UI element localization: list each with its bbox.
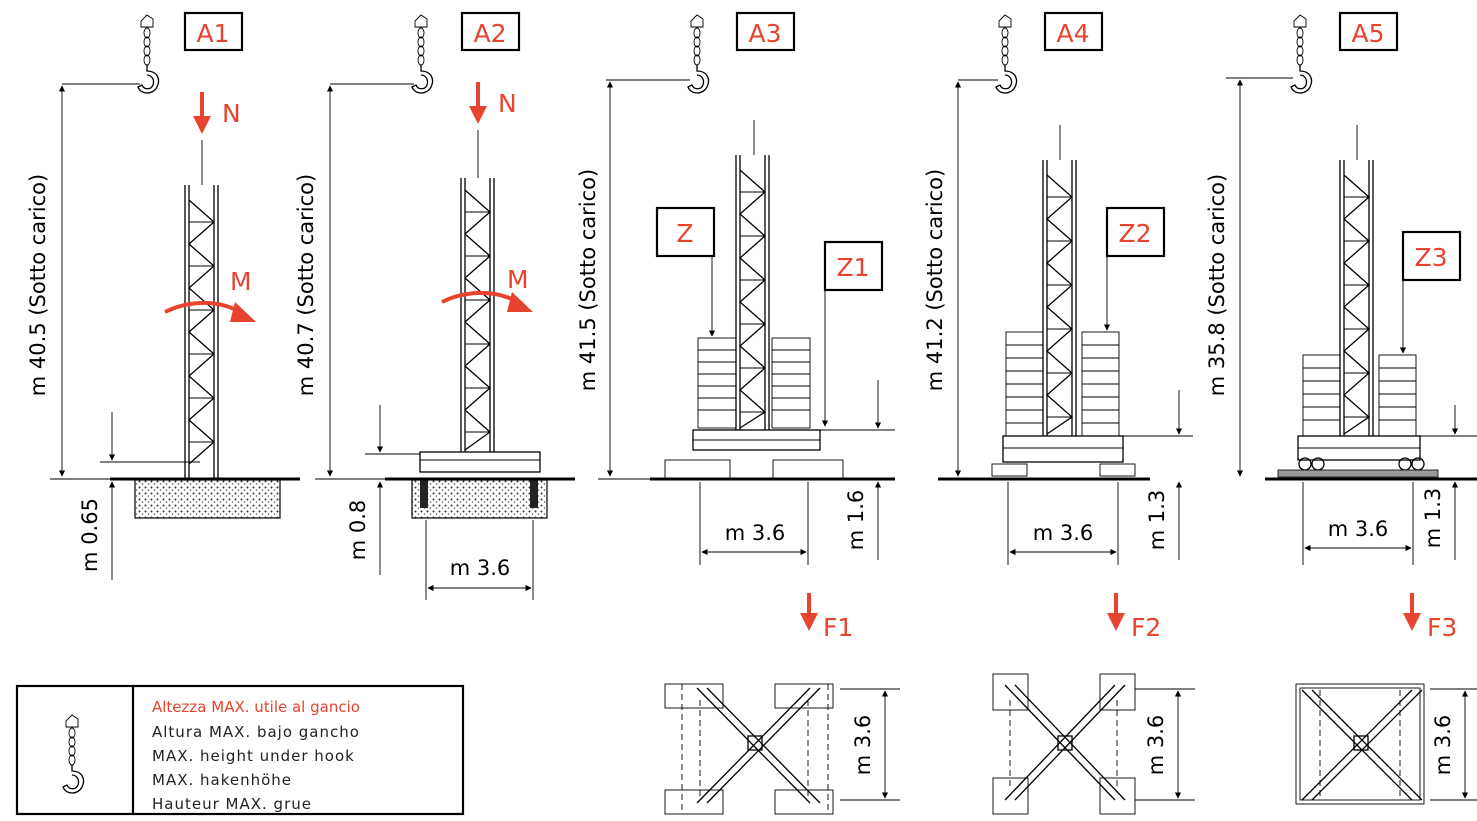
config-label: A5 xyxy=(1351,19,1384,48)
ballast-block-right xyxy=(771,337,811,429)
base-plan-view: m 3.6 xyxy=(1295,683,1477,805)
tower-mast xyxy=(184,185,219,478)
legend-box: Altezza MAX. utile al gancio Altura MAX.… xyxy=(15,684,465,816)
height-dimension: m 41.5 (Sotto carico) xyxy=(576,169,600,391)
plan-force-label: F3 xyxy=(1427,613,1457,642)
base-height-dimension: m 1.3 xyxy=(1421,488,1445,549)
config-label-box xyxy=(183,11,244,52)
width-dimension: m 3.6 xyxy=(725,521,786,545)
height-dimension: m 41.2 (Sotto carico) xyxy=(923,169,947,391)
plan-force-label: F2 xyxy=(1131,613,1161,642)
config-a4: A4 Z2 xyxy=(923,11,1195,815)
ballast-block-right xyxy=(1378,354,1417,437)
ballast-block-left xyxy=(697,337,737,429)
legend-title: Altezza MAX. utile al gancio xyxy=(152,698,360,716)
config-label-box xyxy=(1338,11,1399,52)
config-a2: A2 N M m 40.7 (Sotto carico) m 0.8 xyxy=(294,11,575,600)
ballast-label-box xyxy=(823,240,884,292)
config-label: A4 xyxy=(1056,19,1089,48)
legend-line-en: MAX. height under hook xyxy=(152,747,355,765)
height-dimension: m 40.7 (Sotto carico) xyxy=(294,174,318,396)
plan-width-dimension: m 3.6 xyxy=(851,715,875,776)
ballast-block-left xyxy=(1302,354,1341,437)
concrete-foundation xyxy=(134,479,281,519)
crane-hook-icon xyxy=(995,14,1018,94)
tower-mast xyxy=(1339,160,1374,436)
ballast-label: Z xyxy=(676,219,693,248)
config-a3: A3 Z Z1 xyxy=(576,11,900,815)
tower-mast xyxy=(460,178,495,452)
base-frame xyxy=(1002,435,1124,463)
base-height-dimension: m 1.6 xyxy=(844,490,868,551)
base-height-dimension: m 0.8 xyxy=(346,500,370,561)
ballast-label: Z1 xyxy=(836,253,869,282)
base-frame xyxy=(419,451,541,473)
width-dimension: m 3.6 xyxy=(450,556,511,580)
ballast-label-box xyxy=(1401,230,1462,282)
base-plan-view: m 3.6 xyxy=(992,673,1195,815)
ballast-label-box xyxy=(655,206,716,258)
force-n-label: N xyxy=(222,99,241,128)
config-label: A2 xyxy=(473,19,506,48)
height-dimension: m 40.5 (Sotto carico) xyxy=(26,174,50,396)
tower-mast xyxy=(735,155,770,430)
moment-m-label: M xyxy=(507,265,529,294)
base-plan-view: m 3.6 xyxy=(664,683,900,815)
crane-hook-icon xyxy=(411,14,434,94)
config-label-box xyxy=(460,11,521,52)
config-label: A3 xyxy=(748,19,781,48)
base-height-dimension: m 1.3 xyxy=(1145,490,1169,551)
config-a5: A5 Z3 m 3 xyxy=(1205,11,1477,805)
concrete-foundation xyxy=(411,479,548,519)
width-dimension: m 3.6 xyxy=(1328,517,1389,541)
config-label-box xyxy=(1043,11,1104,52)
crane-hook-icon xyxy=(687,14,710,94)
config-label-box xyxy=(735,11,796,52)
tower-mast xyxy=(1042,160,1077,436)
plan-force-label: F1 xyxy=(823,613,853,642)
plan-width-dimension: m 3.6 xyxy=(1144,715,1168,776)
legend-line-fr: Hauteur MAX. grue xyxy=(152,795,312,813)
legend-line-de: MAX. hakenhöhe xyxy=(152,771,292,789)
crane-hook-icon xyxy=(137,14,160,94)
legend-line-es: Altura MAX. bajo gancho xyxy=(152,723,360,741)
ballast-label-box xyxy=(1105,206,1166,258)
ballast-block-left xyxy=(1005,331,1044,437)
plan-width-dimension: m 3.6 xyxy=(1431,715,1455,776)
width-dimension: m 3.6 xyxy=(1033,521,1094,545)
ballast-label: Z2 xyxy=(1118,219,1151,248)
base-height-dimension: m 0.65 xyxy=(78,498,102,572)
config-label: A1 xyxy=(196,19,229,48)
ballast-label: Z3 xyxy=(1414,243,1447,272)
height-dimension: m 35.8 (Sotto carico) xyxy=(1205,174,1229,396)
ballast-block-right xyxy=(1081,331,1120,437)
config-a1: A1 N M m 40.5 (Sotto carico) m 0.65 xyxy=(26,11,300,580)
force-n-label: N xyxy=(498,89,517,118)
moment-m-label: M xyxy=(230,267,252,296)
crane-hook-icon xyxy=(1290,14,1313,94)
